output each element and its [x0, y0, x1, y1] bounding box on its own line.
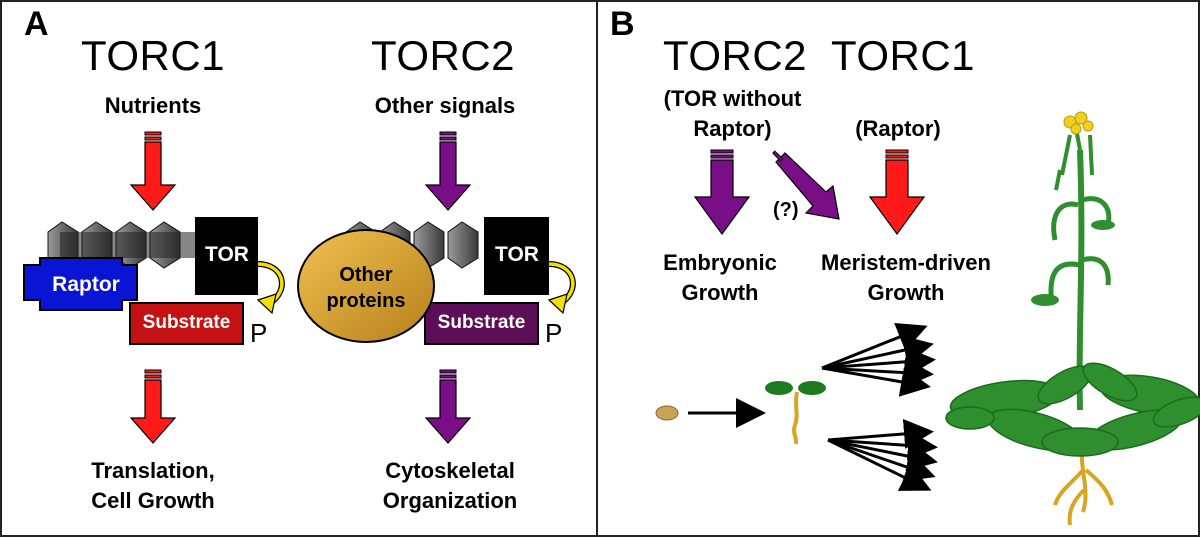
- tor-heat-repeats: [47, 221, 200, 269]
- arrows-fan-lower: [827, 418, 938, 491]
- arrow-signals-to-torc2: [424, 131, 472, 211]
- other-proteins-line2: proteins: [326, 290, 406, 312]
- other-proteins-shape: [297, 229, 435, 343]
- torc1-output-label: Translation, Cell Growth: [68, 456, 238, 516]
- torc2-output-line2: Organization: [382, 488, 518, 513]
- panel-b: [596, 0, 1200, 537]
- embryonic-line1: Embryonic: [663, 250, 777, 275]
- b-torc1-subtitle: (Raptor): [855, 116, 941, 141]
- torc1-complex: [23, 217, 285, 345]
- meristem-line2: Growth: [867, 280, 945, 305]
- b-torc2-title: TORC2: [662, 32, 808, 79]
- torc2-output-line1: Cytoskeletal: [385, 458, 515, 483]
- other-proteins-line1: Other: [339, 264, 393, 286]
- arrow-torc2-to-meristem-uncertain: [772, 150, 840, 220]
- arrow-nutrients-to-torc1: [129, 131, 177, 211]
- seedling: [765, 381, 826, 445]
- other-proteins-label: Other proteins: [316, 262, 416, 314]
- embryonic-line2: Growth: [681, 280, 759, 305]
- meristem-growth-label: Meristem-driven Growth: [806, 248, 1006, 308]
- panel-b-letter: B: [610, 5, 635, 43]
- embryonic-growth-label: Embryonic Growth: [640, 248, 800, 308]
- phospho-label-2: P: [545, 318, 563, 348]
- mature-plant: [945, 111, 1200, 526]
- torc1-input-label: Nutrients: [104, 93, 202, 118]
- uncertain-label: (?): [773, 199, 799, 221]
- b-torc1-title: TORC1: [830, 32, 976, 79]
- flower-cluster: [1063, 111, 1094, 135]
- torc2-input-label: Other signals: [374, 93, 516, 118]
- substrate-label-2: Substrate: [437, 312, 526, 333]
- tor-block: [195, 217, 258, 295]
- torc1-output-line1: Translation,: [91, 458, 215, 483]
- phospho-arrowhead: [256, 293, 277, 315]
- b-torc2-subtitle-line1: (TOR without: [663, 86, 802, 111]
- torc2-output-label: Cytoskeletal Organization: [365, 456, 535, 516]
- phospho-label: P: [250, 318, 268, 348]
- raptor-label: Raptor: [52, 273, 120, 296]
- substrate-label: Substrate: [142, 312, 231, 333]
- phospho-arrowhead-2: [547, 293, 568, 315]
- arrow-torc2-to-embryonic: [693, 149, 751, 236]
- tor-label-2: TOR: [495, 243, 539, 266]
- b-torc2-subtitle: (TOR without Raptor): [640, 84, 825, 144]
- torc1-title: TORC1: [80, 32, 226, 79]
- substrate-box-2: [424, 302, 539, 345]
- arrows-fan-upper: [821, 322, 936, 397]
- torc1-output-line2: Cell Growth: [91, 488, 215, 513]
- torc2-title: TORC2: [370, 32, 516, 79]
- arrow-torc2-to-cytoskeletal: [424, 369, 472, 444]
- meristem-line1: Meristem-driven: [821, 250, 991, 275]
- seed: [655, 405, 679, 421]
- substrate-box: [129, 302, 244, 345]
- panel-a-letter: A: [24, 5, 49, 43]
- tor-block-2: [484, 217, 549, 295]
- arrow-torc1-to-translation: [129, 369, 177, 444]
- arrow-torc1-to-meristem: [868, 149, 926, 236]
- tor-label: TOR: [205, 243, 249, 266]
- torc2-complex: [297, 217, 576, 345]
- raptor-shape: [23, 257, 138, 311]
- b-torc2-subtitle-line2: Raptor): [693, 116, 772, 141]
